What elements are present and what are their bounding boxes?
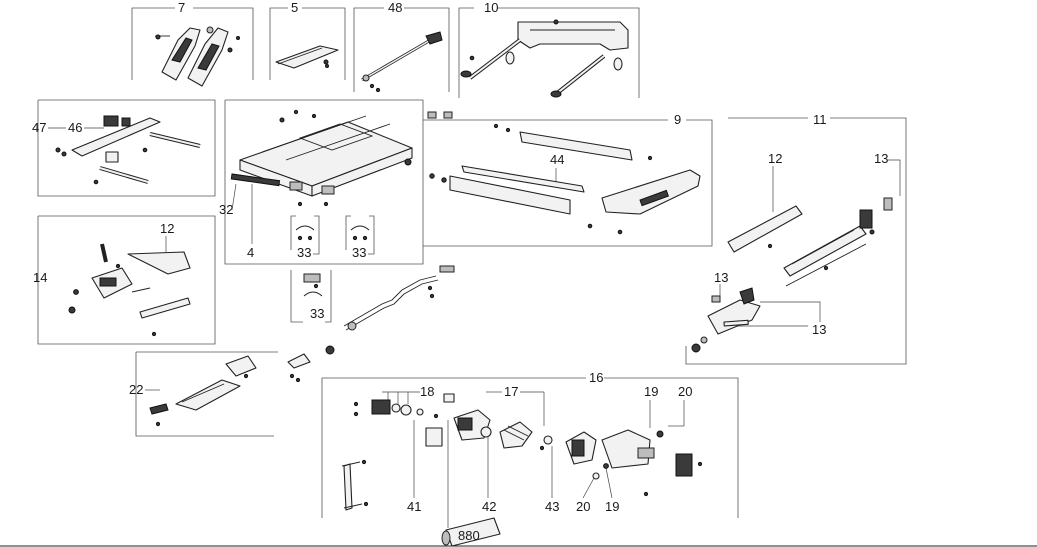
callout-14: 14 — [33, 270, 47, 285]
callout-7: 7 — [178, 0, 185, 15]
part-group-16[interactable]: 16 18 17 19 20 41 42 — [321, 370, 739, 518]
part-group-48[interactable]: 48 — [353, 0, 450, 93]
callout-17: 17 — [504, 384, 518, 399]
part-group-7[interactable]: 7 — [131, 0, 254, 87]
callout-9: 9 — [674, 112, 681, 127]
callout-12-a: 12 — [768, 151, 782, 166]
part-group-11[interactable]: 11 12 13 13 13 — [685, 112, 907, 365]
callout-12-b: 12 — [160, 221, 174, 236]
callout-16: 16 — [589, 370, 603, 385]
callout-44: 44 — [550, 152, 564, 167]
callout-880: 880 — [458, 528, 480, 543]
part-group-22[interactable]: 22 — [129, 351, 278, 437]
part-group-10[interactable]: 10 — [458, 0, 640, 98]
part-group-880[interactable]: 880 — [441, 420, 501, 547]
part-group-33[interactable]: 33 — [287, 265, 455, 383]
callout-13-b: 13 — [714, 270, 728, 285]
callout-19-a: 19 — [644, 384, 658, 399]
part-group-9[interactable]: 9 44 — [423, 111, 713, 247]
callout-18: 18 — [420, 384, 434, 399]
callout-20-a: 20 — [678, 384, 692, 399]
callout-42: 42 — [482, 499, 496, 514]
callout-41: 41 — [407, 499, 421, 514]
callout-46: 46 — [68, 120, 82, 135]
part-group-47[interactable]: 47 46 — [32, 99, 216, 197]
callout-33-b: 33 — [352, 245, 366, 260]
callout-48: 48 — [388, 0, 402, 15]
callout-33-c: 33 — [310, 306, 324, 321]
callout-5: 5 — [291, 0, 298, 15]
callout-19-b: 19 — [605, 499, 619, 514]
callout-13-c: 13 — [812, 322, 826, 337]
callout-20-b: 20 — [576, 499, 590, 514]
callout-4: 4 — [247, 245, 254, 260]
part-group-5[interactable]: 5 — [269, 0, 346, 80]
part-group-32[interactable]: 32 4 33 33 — [219, 99, 424, 265]
callout-33-a: 33 — [297, 245, 311, 260]
callout-47: 47 — [32, 120, 46, 135]
callout-22: 22 — [129, 382, 143, 397]
callout-10: 10 — [484, 0, 498, 15]
callout-13-a: 13 — [874, 151, 888, 166]
callout-32: 32 — [219, 202, 233, 217]
callout-11: 11 — [813, 112, 827, 127]
callout-43: 43 — [545, 499, 559, 514]
part-group-14[interactable]: 14 12 — [33, 215, 216, 345]
